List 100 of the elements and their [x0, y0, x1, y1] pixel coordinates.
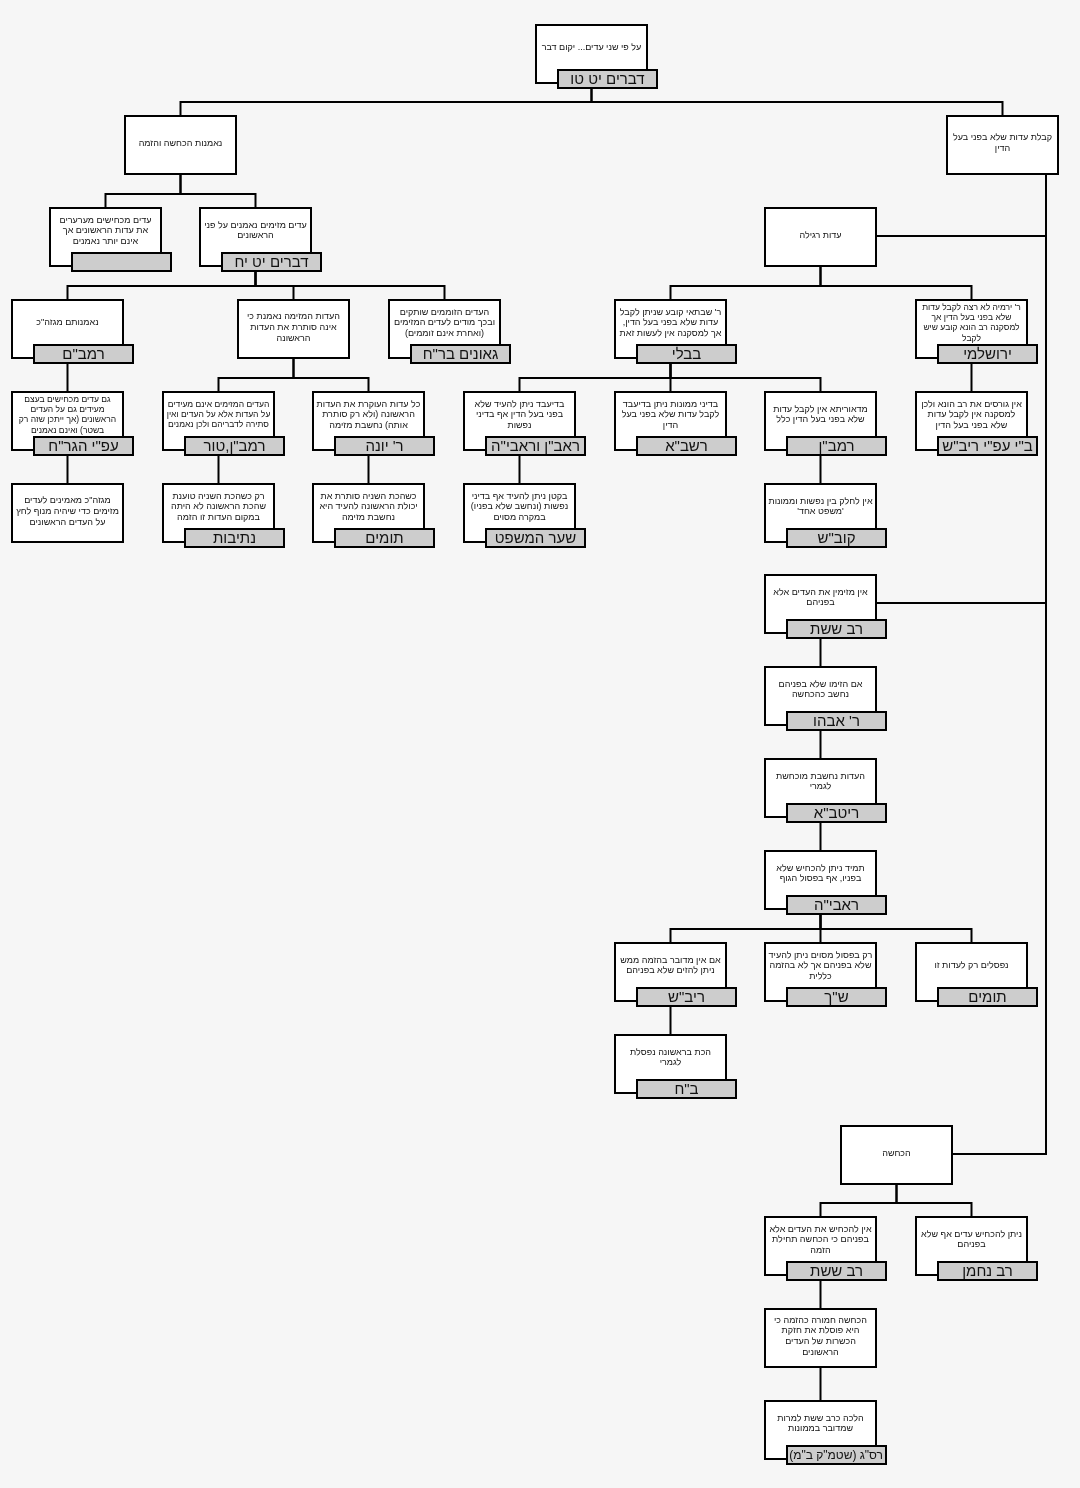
note-box	[312, 391, 435, 456]
note-box	[388, 299, 511, 364]
source-tag: רמב"ם	[33, 344, 134, 364]
note-text: תמיד ניתן להכחיש שלא בפניו, אף בפסול הגוף	[775, 862, 866, 885]
note-text: קבלת עדות שלא בפני בעל הדין	[952, 132, 1053, 154]
note-box	[614, 299, 737, 364]
source-tag: גאונים בר"ח	[410, 344, 511, 364]
note-text: מגזה"כ מאמינים לעדים מזימים כדי שיהיה מנוף לחץ על העדים הראשונים	[15, 495, 120, 528]
note-text: אין לחלק בין נפשות וממונות 'משפט אחד'	[768, 495, 873, 518]
connector-line	[66, 363, 69, 392]
note-box	[915, 942, 1038, 1007]
note-box	[49, 207, 172, 272]
source-tag: ב"י עפ"י ריב"ש	[937, 436, 1038, 456]
source-tag: רב ששת	[786, 619, 887, 639]
connector-line	[970, 363, 973, 392]
source-tag: ר' יונה	[334, 436, 435, 456]
connector-line	[819, 822, 822, 851]
source-tag: ראב"ן וראבי"ה	[485, 436, 586, 456]
note-box	[946, 115, 1059, 175]
note-box	[764, 666, 887, 731]
note-text: על פי שני עדים... יקום דבר	[540, 42, 643, 53]
note-text: הכחשה	[881, 1147, 912, 1159]
note-box	[915, 391, 1038, 456]
connector-line	[819, 730, 822, 759]
note-box	[915, 299, 1038, 364]
note-box	[840, 1125, 953, 1185]
note-text: כשהכת השניה סותרת את יכולת הראשונה להעיד היא נחשבת מזימה	[318, 490, 419, 523]
note-text: בדיני ממונות ניתן בדיעבד לקבל עדות שלא בפני בעל הדין	[620, 398, 721, 431]
source-tag: תומים	[937, 987, 1038, 1007]
note-text: רק בפסול מסוים ניתן להעיד שלא בפניהם אך לא בהזמה כללית	[768, 949, 873, 982]
note-box	[764, 207, 877, 267]
source-tag: רמב"ן,טור	[184, 436, 285, 456]
note-box	[764, 850, 887, 915]
connector-line	[819, 638, 822, 667]
source-tag: ר' אבהו	[786, 711, 887, 731]
source-tag: קוב"ש	[786, 528, 887, 548]
note-box	[312, 483, 435, 548]
note-box	[764, 574, 887, 639]
note-box	[764, 1308, 877, 1368]
note-text: נפסלים רק לעדות זו	[933, 960, 1010, 971]
note-text: כל עדות העוקרת את העדות הראשונה (ולא רק סותרת אותה) נחשבת מזימה	[316, 398, 421, 431]
note-box	[162, 391, 285, 456]
note-text: ניתן להכחיש עדים אף שלא בפניהם	[920, 1228, 1023, 1251]
note-text: העדות נחשבת מוכחשת לגמרי	[774, 770, 866, 793]
note-box	[463, 391, 586, 456]
note-box	[237, 299, 350, 359]
source-tag: ב"ח	[636, 1079, 737, 1099]
note-text: גם עדים מכחישים בעצם מעידים גם על העדים הראשונים (אך ייתכן שזה רק בשטר) ואינם נאמנים	[17, 394, 118, 435]
note-box	[199, 207, 322, 272]
note-box	[11, 483, 124, 543]
source-tag: תומים	[334, 528, 435, 548]
source-tag: דברים יט טו	[557, 69, 658, 89]
source-tag: דברים יט יח	[221, 252, 322, 272]
note-text: נאמנותם מגזה"כ	[35, 317, 100, 328]
note-text: עדים מכחישים מערערים את עדות הראשונים אך אינם יותר נאמנים	[58, 214, 153, 247]
connector-line	[367, 455, 370, 484]
note-text: אין להכחיש את העדים אלא בפניהם כי הכחשה תחילת הזמה	[768, 1223, 873, 1256]
source-tag: ריטב"א	[786, 803, 887, 823]
source-tag: נתיבות	[184, 528, 285, 548]
empty-tag	[71, 252, 172, 272]
connector-line	[819, 1280, 822, 1309]
note-text: אין גורסים את רב הונא ולכן למסקנה אין לקבל עדות שלא בפני בעל הדין	[920, 398, 1023, 431]
connector-line	[819, 455, 822, 484]
connector-line	[179, 88, 593, 116]
note-box	[535, 24, 658, 89]
note-box	[764, 1400, 887, 1465]
connector-line	[819, 1367, 822, 1401]
note-text: נאמנות הכחשה והזמה	[137, 137, 224, 149]
connector-line	[217, 358, 295, 392]
source-tag: בבלי	[636, 344, 737, 364]
connector-line	[104, 174, 182, 208]
note-text: ר' שבתאי קובע שניתן לקבל עדות שלא בפני בעל הדין, אך למסקנה אין לעשות זאת	[618, 306, 723, 339]
note-text: העדים המזימים אינם מעידים על העדות אלא על העדים ואין סתירה לדבריהם ולכן נאמנים	[166, 399, 271, 430]
connector-line	[669, 266, 822, 300]
source-tag: רס"ג (שטמ"ק ב"מ)	[786, 1445, 887, 1465]
connector-line	[669, 1006, 672, 1035]
note-text: רק כשהכת השניה טוענת שהכת הראשונה לא היתה במקום העדות זו הזמה	[170, 490, 267, 523]
connector-line	[518, 455, 521, 484]
connector-line	[952, 174, 1047, 1155]
note-box	[764, 483, 887, 548]
source-tag: שער המשפט	[485, 528, 586, 548]
note-box	[764, 758, 887, 823]
note-text: בקטן ניתן להעיד אף בדיני נפשות (ונחשב שלא בפניו) במקרה מסוים	[469, 490, 570, 523]
source-tag: ש"ך	[786, 987, 887, 1007]
connector-line	[518, 363, 672, 392]
note-text: העדות המזימה נאמנת כי אינה סותרת את העדות הראשונה	[246, 311, 341, 344]
source-tag: רמב"ן	[786, 436, 887, 456]
note-box	[124, 115, 237, 175]
note-text: אין מזימין את העדים אלא בפניהם	[772, 586, 869, 609]
source-tag: רב ששת	[786, 1261, 887, 1281]
note-text: הכת בראשונה נפסלת לגמרי	[628, 1046, 713, 1069]
note-box	[764, 391, 887, 456]
note-text: בדיעבד ניתן להעיד שלא בפני בעל הדין אף בדיני נפשות	[473, 398, 566, 431]
source-tag: ראבי"ה	[786, 895, 887, 915]
source-tag: עפ"י הגר"ח	[33, 436, 134, 456]
connector-line	[66, 271, 257, 300]
source-tag: ירושלמי	[937, 344, 1038, 364]
note-text: אם אין מדובר בהזמה ממש ניתן להזים שלא בפניהם	[619, 954, 722, 977]
note-text: העדים הזוממים שותקים ובכך מודים לעדים המזימים (ואחרת אינם זוממים)	[392, 306, 497, 339]
note-box	[463, 483, 586, 548]
